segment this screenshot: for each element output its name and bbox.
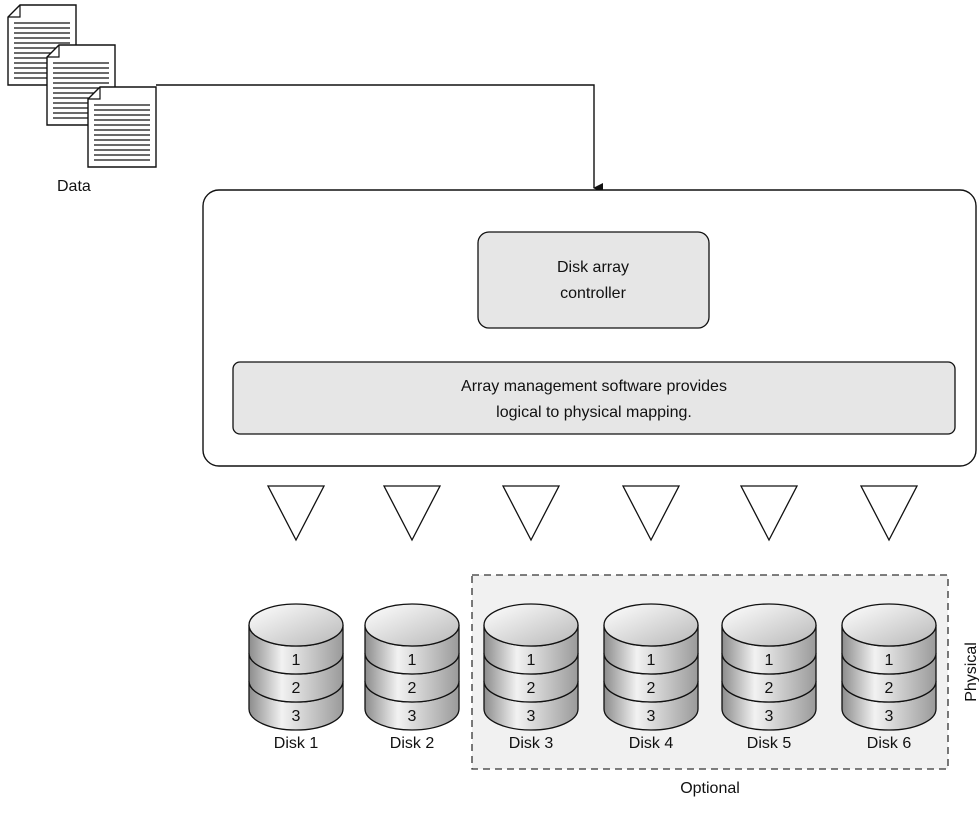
disk-array-controller-box [477,231,710,329]
platter-number: 3 [647,708,656,725]
disk-top [483,603,579,647]
disk-top [603,603,699,647]
software-line-1: Array management software provides [461,378,727,395]
platter-number: 1 [765,652,774,669]
disk-3-triangle-icon [501,485,561,542]
platter-number: 1 [885,652,894,669]
platter-number: 3 [885,708,894,725]
platter-number: 1 [647,652,656,669]
disk-label: Disk 2 [390,735,435,752]
optional-label: Optional [680,780,740,797]
disk-label: Disk 5 [747,735,792,752]
disk-top [721,603,817,647]
document-icon [46,44,116,126]
platter-number: 3 [765,708,774,725]
disk-4-triangle-icon [621,485,681,542]
disk-label: Disk 6 [867,735,912,752]
disk-label: Disk 3 [509,735,554,752]
platter-number: 2 [408,680,417,697]
platter-number: 2 [885,680,894,697]
platter-number: 1 [292,652,301,669]
disk-label: Disk 4 [629,735,674,752]
platter-number: 2 [647,680,656,697]
disk-top [248,603,344,647]
platter-number: 2 [765,680,774,697]
array-management-software-box [232,361,956,435]
platter-number: 3 [527,708,536,725]
platter-number: 3 [292,708,301,725]
disk-2-triangle-icon [382,485,442,542]
disk-top [841,603,937,647]
platter-number: 2 [292,680,301,697]
data-documents-icon [7,4,157,168]
platter-number: 1 [408,652,417,669]
platter-number: 2 [527,680,536,697]
platter-number: 1 [527,652,536,669]
software-line-2: logical to physical mapping. [496,404,692,421]
controller-line-1: Disk array [557,259,629,276]
platter-number: 3 [408,708,417,725]
disk-label: Disk 1 [274,735,319,752]
data-flow-arrow [156,84,603,193]
disk-1-triangle-icon [266,485,326,542]
document-icon [87,86,157,168]
disk-top [364,603,460,647]
disk-5-triangle-icon [739,485,799,542]
data-label: Data [57,178,91,195]
controller-line-2: controller [560,285,626,302]
physical-label: Physical [963,642,979,702]
disk-6-triangle-icon [859,485,919,542]
